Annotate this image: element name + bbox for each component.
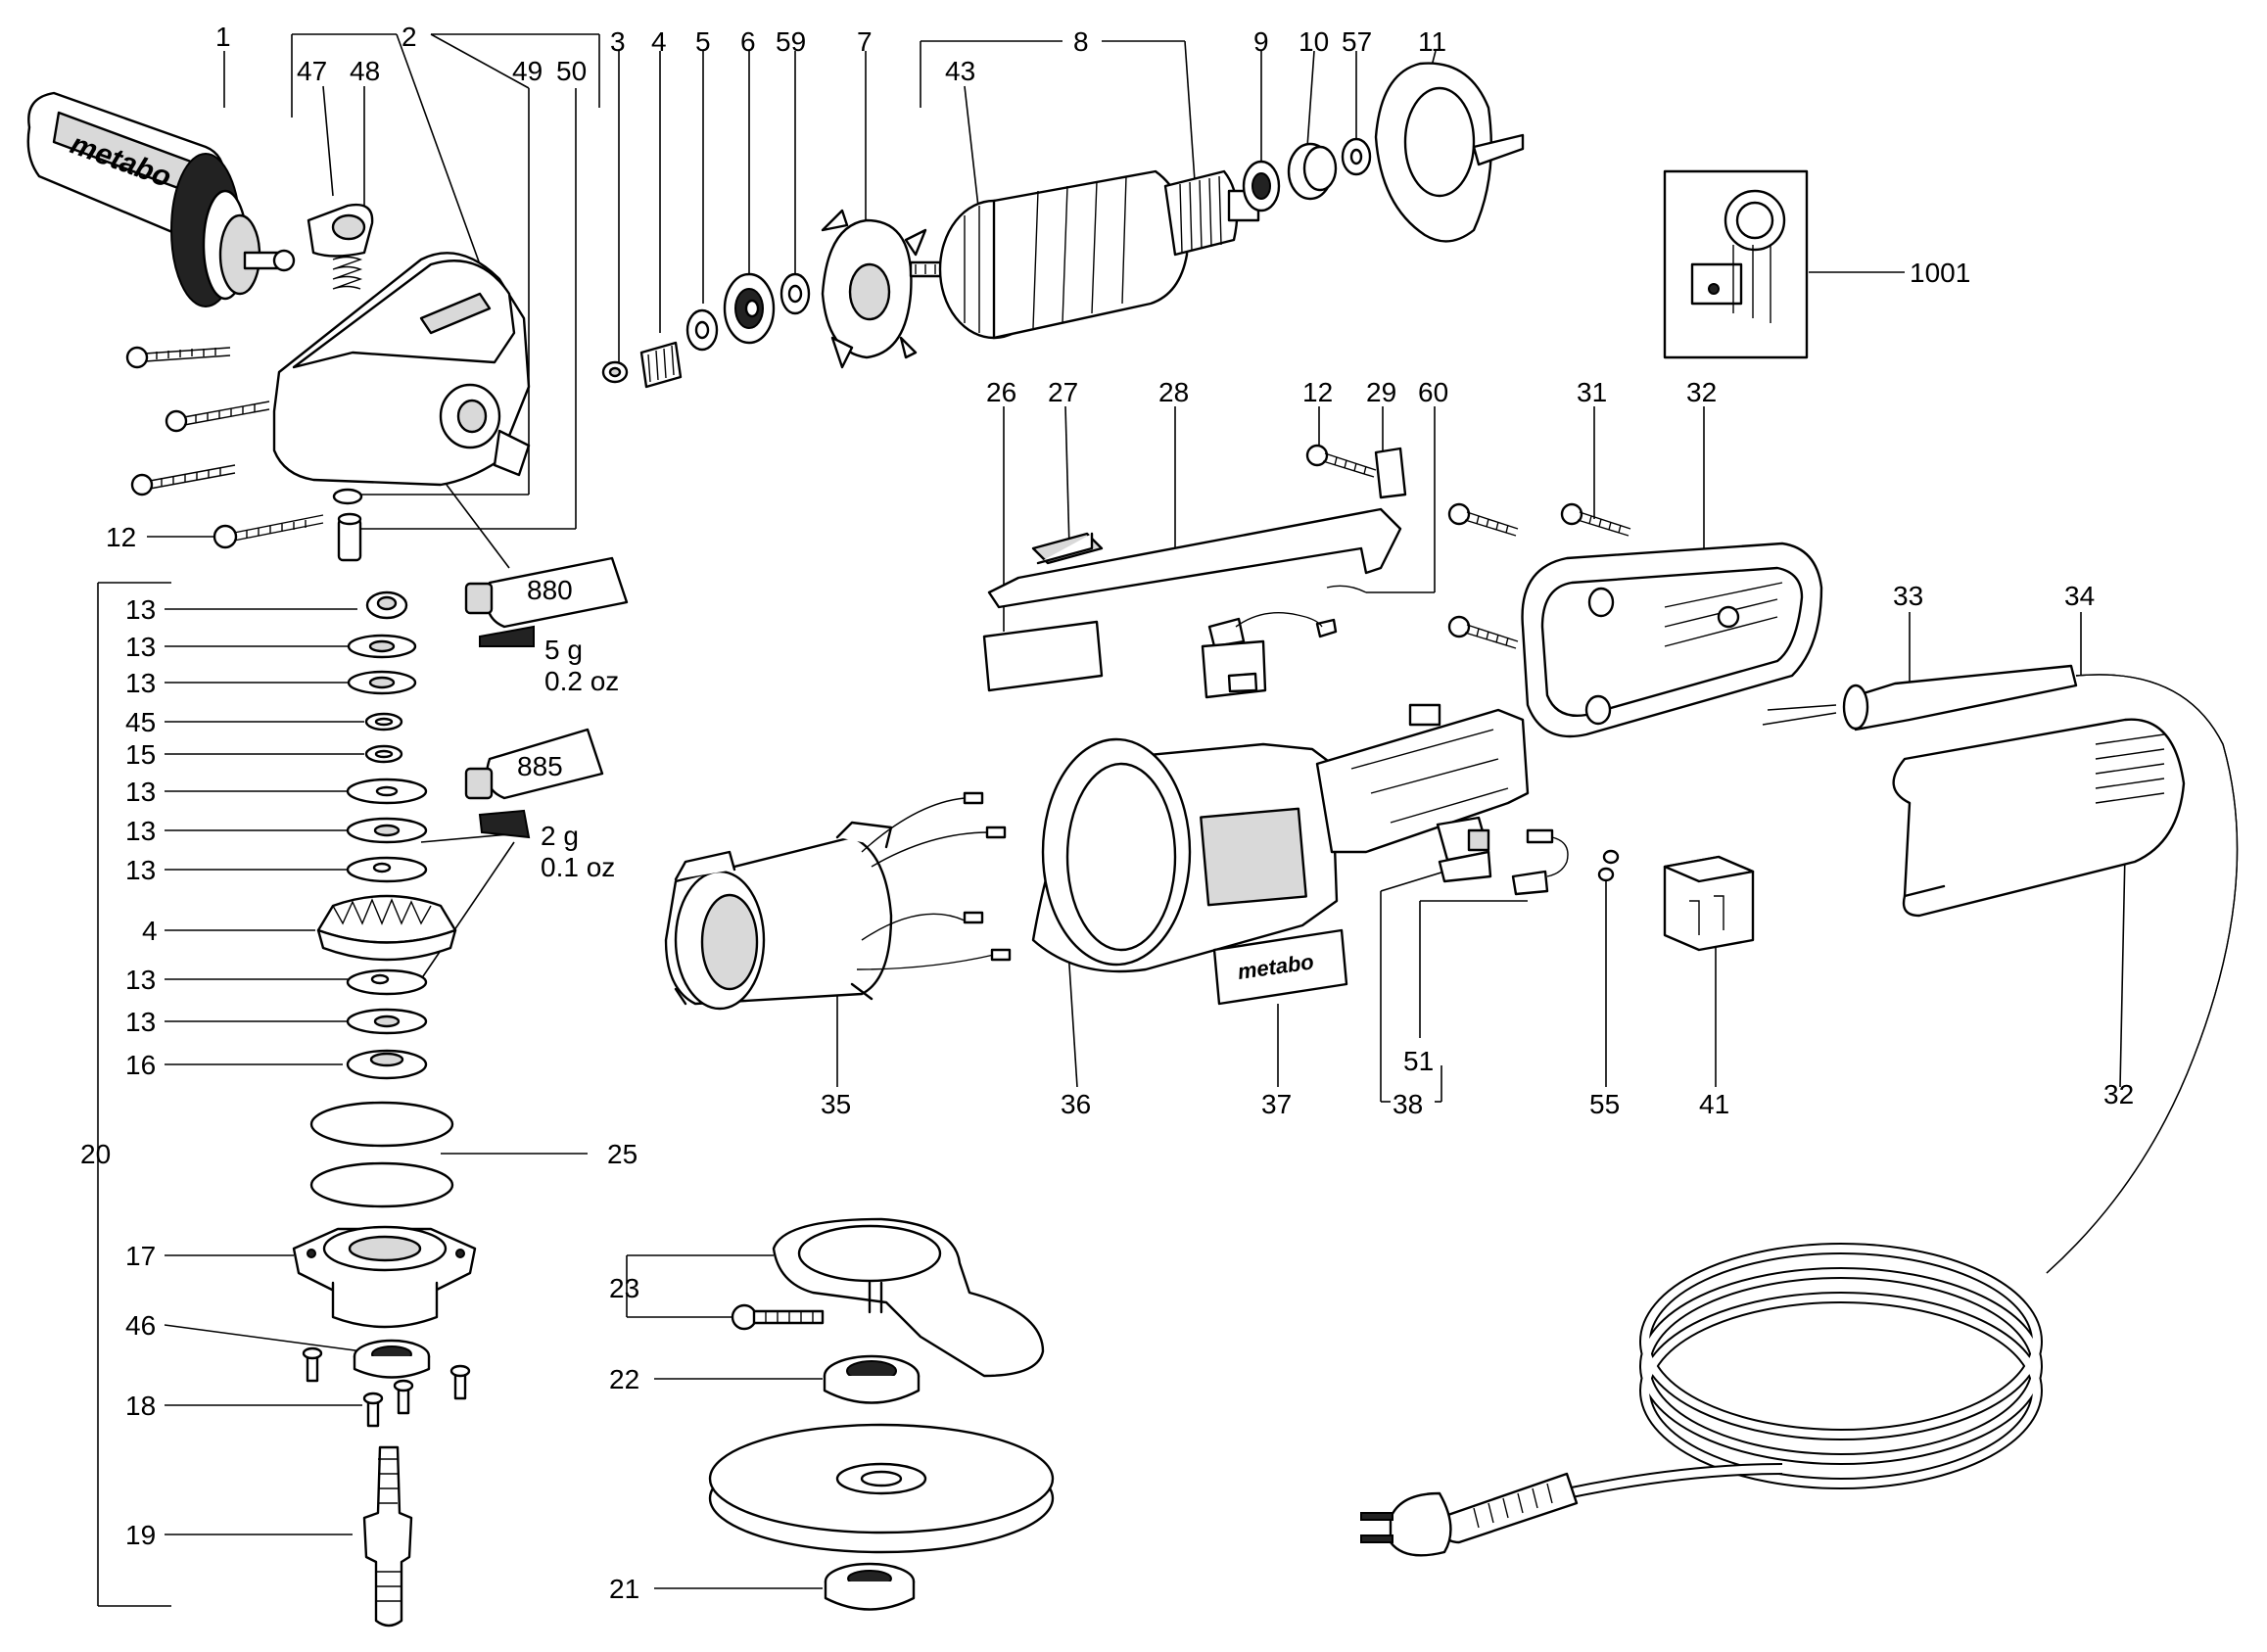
- motor-housing-part: [1031, 703, 1530, 973]
- callout-16: 16: [125, 1050, 156, 1080]
- screws-55: [1597, 849, 1620, 882]
- grease-880-weight-oz: 0.2 oz: [544, 666, 619, 696]
- callout-49: 49: [512, 56, 543, 86]
- callout-26: 26: [986, 377, 1016, 407]
- grease-880-code: 880: [527, 575, 573, 605]
- callout-6: 6: [740, 26, 756, 57]
- bearing-set-9-10-57: [1242, 137, 1372, 212]
- callout-13-h: 13: [125, 1007, 156, 1037]
- callout-11: 11: [1418, 26, 1446, 57]
- callout-13-c: 13: [125, 668, 156, 698]
- callout-12-mid: 12: [1302, 377, 1333, 407]
- switch-rod-part: [982, 507, 1402, 692]
- callout-19: 19: [125, 1520, 156, 1550]
- callout-45: 45: [125, 707, 156, 737]
- brush-holder-part: [1436, 816, 1569, 896]
- callout-43: 43: [945, 56, 975, 86]
- callout-51: 51: [1403, 1046, 1434, 1076]
- callout-17: 17: [125, 1241, 156, 1271]
- wheel-guard-part: [731, 1217, 1045, 1378]
- callout-59: 59: [776, 26, 806, 57]
- callout-25: 25: [607, 1139, 638, 1169]
- callout-47: 47: [297, 56, 327, 86]
- handle-shell-upper: [1521, 542, 1823, 738]
- screws-housing: [125, 346, 324, 549]
- callout-2: 2: [401, 22, 417, 52]
- pin-50-part: [337, 512, 362, 562]
- callout-4-top: 4: [651, 26, 667, 57]
- callout-13-g: 13: [125, 965, 156, 995]
- washer-49-part: [332, 488, 363, 505]
- callout-13-d: 13: [125, 777, 156, 807]
- callout-22: 22: [609, 1364, 639, 1394]
- callout-32-upper: 32: [1686, 377, 1717, 407]
- callout-7: 7: [857, 26, 873, 57]
- callout-48: 48: [350, 56, 380, 86]
- spindle-stack: [292, 590, 477, 1628]
- bearing-cover-part: [1374, 62, 1525, 243]
- switch-area-parts: [1201, 444, 1631, 699]
- callout-4-bevel: 4: [142, 916, 158, 946]
- callout-46: 46: [125, 1310, 156, 1341]
- callout-36: 36: [1061, 1089, 1091, 1119]
- flange-and-disc-parts: [708, 1354, 1055, 1611]
- power-cable-part: [1360, 664, 2239, 1557]
- grease-885-weight: 2 g: [541, 821, 579, 851]
- callout-23: 23: [609, 1273, 639, 1303]
- callout-35: 35: [821, 1089, 851, 1119]
- callout-10: 10: [1299, 26, 1329, 57]
- callout-21: 21: [609, 1574, 639, 1604]
- grease-885-weight-oz: 0.1 oz: [541, 852, 615, 882]
- callout-32-lower: 32: [2103, 1079, 2134, 1109]
- gear-housing-part: [272, 252, 531, 487]
- grease-tube-885: 885 2 g 0.1 oz: [464, 728, 615, 882]
- callout-labels: 1 2 47 48 49 50 3 4 5 6 59 7 8 43 9 10 5…: [80, 22, 2134, 1604]
- callout-27: 27: [1048, 377, 1078, 407]
- callout-13-f: 13: [125, 855, 156, 885]
- callout-20: 20: [80, 1139, 111, 1169]
- callout-57: 57: [1342, 26, 1372, 57]
- callout-55: 55: [1589, 1089, 1620, 1119]
- leader-lines: [97, 33, 2126, 1607]
- callout-28: 28: [1158, 377, 1189, 407]
- stator-part: [664, 791, 1012, 1011]
- callout-13-a: 13: [125, 594, 156, 625]
- callout-3: 3: [610, 26, 626, 57]
- callout-13-b: 13: [125, 632, 156, 662]
- callout-34: 34: [2064, 581, 2095, 611]
- callout-60: 60: [1418, 377, 1448, 407]
- callout-29: 29: [1366, 377, 1396, 407]
- grease-tube-880: 880 5 g 0.2 oz: [464, 556, 629, 696]
- callout-12-left: 12: [106, 522, 136, 552]
- side-handle-part: metabo: [26, 91, 296, 307]
- callout-18: 18: [125, 1391, 156, 1421]
- spring-part: [332, 256, 363, 290]
- callout-41: 41: [1699, 1089, 1729, 1119]
- callout-1001: 1001: [1910, 258, 1970, 288]
- grease-880-weight: 5 g: [544, 635, 583, 665]
- callout-8: 8: [1073, 26, 1089, 57]
- armature-part: [909, 169, 1260, 340]
- handle-shell-lower: [1892, 718, 2186, 918]
- callout-38: 38: [1393, 1089, 1423, 1119]
- callout-37: 37: [1261, 1089, 1292, 1119]
- switch-module-part: [1663, 855, 1755, 952]
- detail-inset-1001: [1663, 169, 1809, 359]
- callout-5: 5: [695, 26, 711, 57]
- lock-button-part: [307, 203, 374, 258]
- callout-31: 31: [1577, 377, 1607, 407]
- callout-9: 9: [1253, 26, 1269, 57]
- callout-15: 15: [125, 739, 156, 770]
- grease-885-code: 885: [517, 751, 563, 781]
- armature-small-parts: [601, 209, 927, 389]
- callout-33: 33: [1893, 581, 1923, 611]
- callout-1: 1: [215, 22, 231, 52]
- callout-50: 50: [556, 56, 587, 86]
- brand-label-part: metabo: [1212, 928, 1348, 1006]
- callout-13-e: 13: [125, 816, 156, 846]
